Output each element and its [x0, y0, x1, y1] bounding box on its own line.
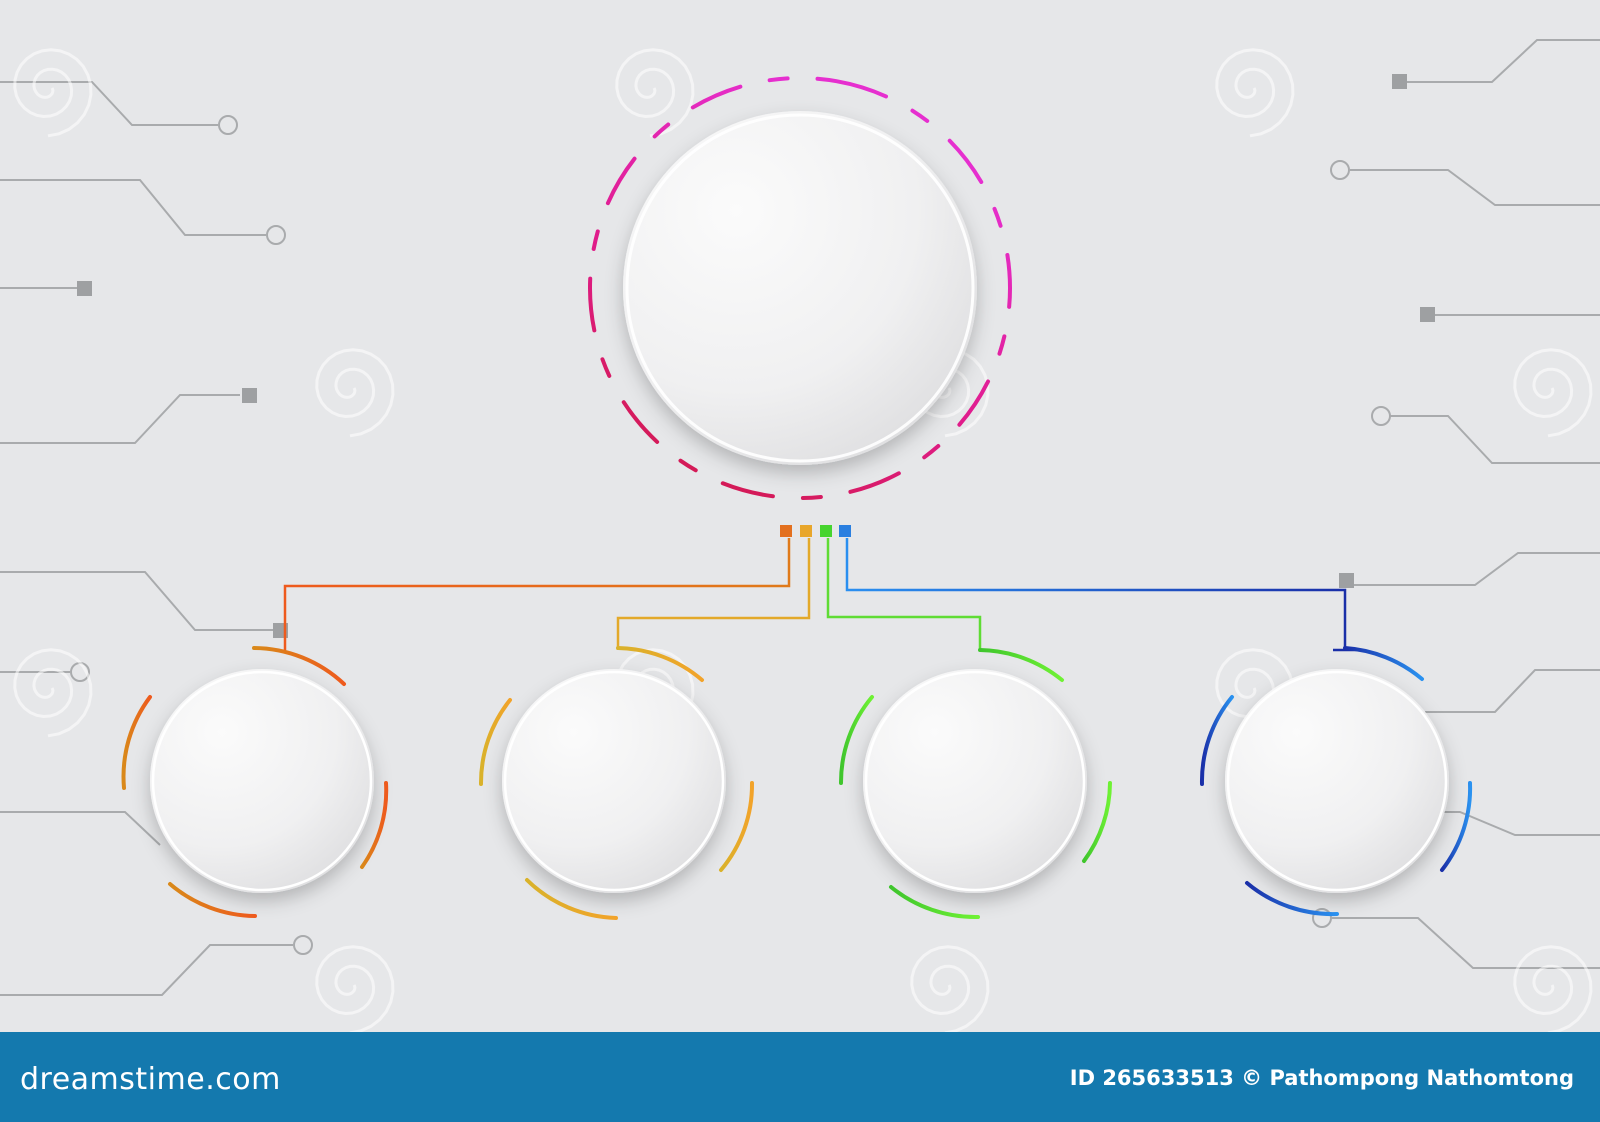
watermark-spiral-icon [13, 648, 93, 738]
child-disc [150, 669, 374, 893]
root-node [588, 76, 1012, 500]
circuit-trace [0, 571, 275, 631]
arc-segment [1199, 695, 1234, 786]
arc-segment [1343, 646, 1424, 681]
circuit-trace [1425, 669, 1600, 713]
child-node-1 [121, 646, 389, 918]
circuit-trace [0, 394, 240, 444]
child-disc-rim [864, 670, 1086, 892]
child-disc [502, 669, 726, 893]
connector-lines [283, 538, 1357, 652]
circuit-node [1371, 406, 1391, 426]
child-arc-ring-yellow [478, 646, 755, 920]
circuit-pad [77, 281, 92, 296]
watermark-spiral-icon [13, 48, 93, 138]
arc-segment [1440, 781, 1473, 872]
circuit-trace [0, 179, 266, 236]
watermark-spiral-icon [910, 945, 990, 1032]
dreamstime-logo: dreamstime.com [20, 1062, 281, 1097]
footer-bar [0, 1032, 1600, 1122]
watermark-spiral-icon [615, 48, 695, 138]
circuit-pad [242, 388, 257, 403]
circuit-pad [1339, 573, 1354, 588]
port-blue [839, 525, 851, 537]
arc-segment [360, 781, 389, 869]
child-disc [1225, 669, 1449, 893]
arc-segment [478, 698, 512, 786]
watermark-spiral-icon [1215, 48, 1295, 138]
circuit-trace [1390, 415, 1600, 464]
child-arc-ring-blue [1199, 646, 1473, 917]
watermark-spiral-icon [1513, 945, 1593, 1032]
arc-segment [889, 885, 980, 920]
arc-segment [1245, 881, 1339, 917]
image-credit: ID 265633513 © Pathompong Nathomtong [1069, 1066, 1574, 1090]
circuit-trace [0, 811, 161, 846]
port-orange [780, 525, 792, 537]
child-disc [863, 669, 1087, 893]
root-disc [623, 111, 977, 465]
circuit-trace [1430, 811, 1600, 836]
arc-segment [121, 695, 152, 790]
circuit-pad [1392, 74, 1407, 89]
circuit-trace [0, 81, 218, 126]
child-disc-rim [1226, 670, 1448, 892]
circuit-background [0, 39, 1600, 996]
watermark-spiral-icon [1513, 348, 1593, 438]
root-disc-rim [625, 113, 975, 463]
connector-orange [283, 538, 791, 650]
connector-ports [780, 525, 851, 537]
child-arc-ring-green [838, 648, 1112, 920]
circuit-trace [0, 944, 293, 996]
circuit-pad [1420, 307, 1435, 322]
connector-yellow [616, 538, 811, 650]
child-node-4 [1199, 646, 1473, 917]
connector-green [826, 538, 982, 650]
circuit-node [218, 115, 238, 135]
arc-segment [252, 646, 346, 686]
circuit-node [1330, 160, 1350, 180]
arc-segment [838, 695, 874, 785]
child-arc-ring-orange [121, 646, 389, 918]
port-green [820, 525, 832, 537]
circuit-trace [1350, 552, 1600, 586]
connector-blue [845, 538, 1347, 650]
arc-segment [978, 648, 1064, 682]
child-node-2 [478, 646, 755, 920]
watermark-spiral-icon [315, 945, 395, 1032]
arc-segment [168, 882, 257, 918]
root-dashed-ring [588, 76, 1012, 500]
arc-segment [616, 646, 704, 682]
child-disc-rim [503, 670, 725, 892]
circuit-trace [1405, 39, 1600, 83]
child-disc-rim [151, 670, 373, 892]
arc-segment [719, 781, 755, 872]
org-chart-diagram [0, 39, 1600, 1032]
circuit-trace [1330, 917, 1600, 969]
arc-segment [1082, 781, 1112, 863]
circuit-node [293, 935, 313, 955]
circuit-trace [1350, 169, 1600, 206]
watermark-spiral-icon [315, 348, 395, 438]
child-node-3 [838, 648, 1112, 920]
port-yellow [800, 525, 812, 537]
circuit-node [266, 225, 286, 245]
arc-segment [525, 878, 618, 920]
